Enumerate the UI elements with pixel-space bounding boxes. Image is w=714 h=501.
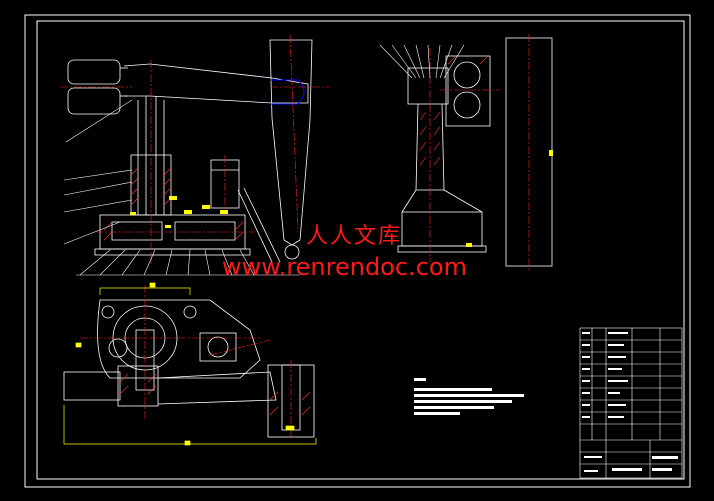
- plan-view: [63, 299, 315, 438]
- sheet-border: [24, 14, 691, 488]
- front-view-centerlines: [60, 34, 330, 265]
- side-view-dimension-mark: [549, 150, 553, 156]
- side-view-hatching: [419, 55, 489, 166]
- watermark-url: www.renrendoc.com: [222, 253, 467, 281]
- front-view-dimensions: [130, 196, 228, 228]
- side-view-dimension-mark: [466, 243, 472, 247]
- side-view-leaders: [379, 44, 465, 79]
- side-view-centerlines: [429, 34, 530, 270]
- title-block: [579, 327, 683, 479]
- plan-view-dimensions: [63, 282, 317, 446]
- title-block-marks: [582, 332, 678, 472]
- technical-notes: [414, 378, 524, 415]
- front-view-leaders: [63, 99, 300, 276]
- front-view: [67, 39, 313, 263]
- front-view-hatching: [103, 167, 244, 241]
- plan-view-hatching: [119, 373, 311, 416]
- watermark-chinese: 人人文库: [306, 224, 403, 249]
- side-view: [397, 37, 553, 267]
